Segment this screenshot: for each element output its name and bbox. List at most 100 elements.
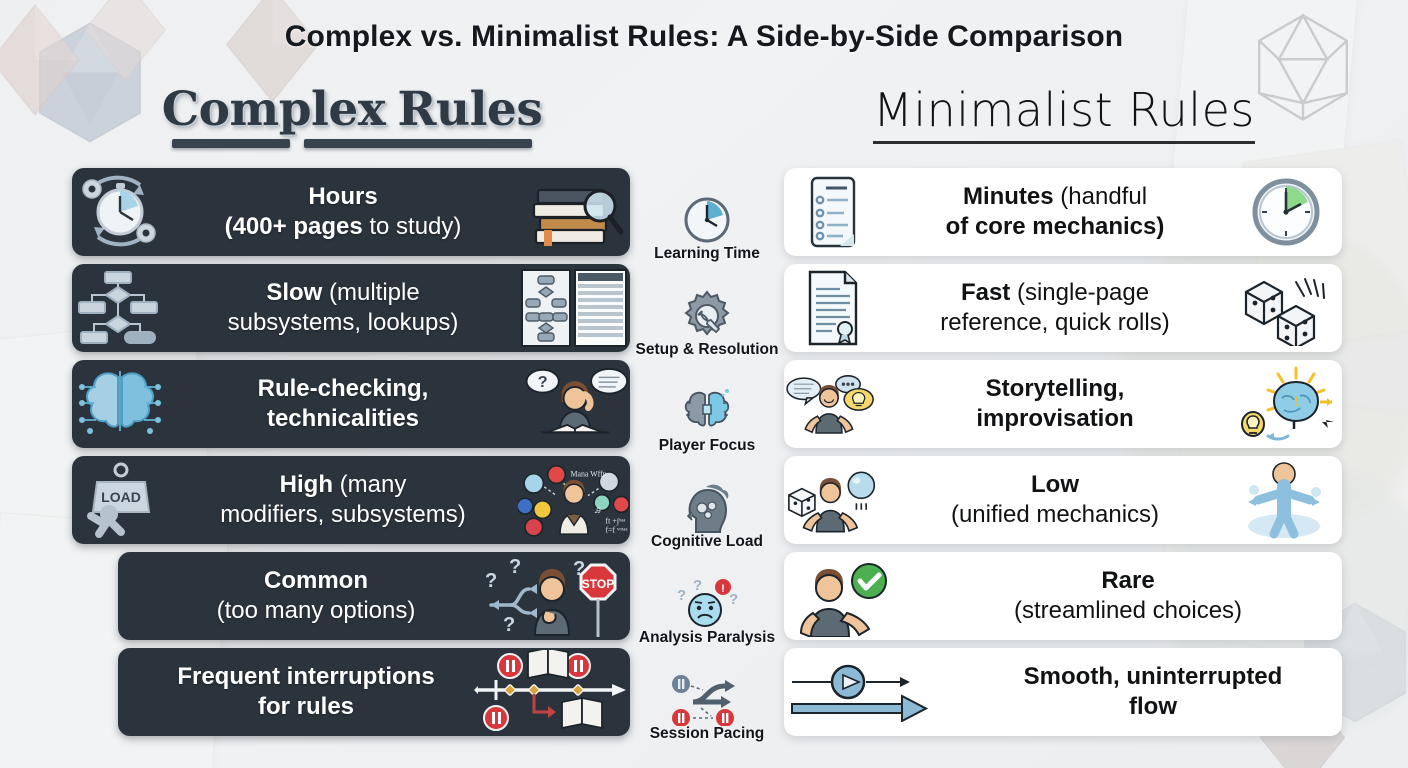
category-setup-resolution: Setup & Resolution xyxy=(630,262,784,358)
right-line2-regular: reference, quick rolls) xyxy=(940,309,1170,336)
play-arrow-flow-icon xyxy=(784,662,964,722)
stopwatch-gears-icon xyxy=(72,175,168,249)
right-line1-bold: Storytelling, xyxy=(985,375,1125,402)
svg-text:!: ! xyxy=(1294,393,1299,409)
right-header-underline xyxy=(873,141,1255,145)
right-card-text: Smooth, uninterrupted flow xyxy=(964,662,1342,722)
comparison-row: Slow (multiple subsystems, lookups) xyxy=(0,262,1408,358)
right-column-header: Minimalist Rules xyxy=(784,83,1344,145)
category-label: Session Pacing xyxy=(649,724,765,742)
comparison-grid: Hours (400+ pages to study) xyxy=(0,166,1408,742)
gear-wrench-icon xyxy=(681,290,733,341)
left-header-word-complex: Complex xyxy=(161,82,386,137)
category-label: Learning Time xyxy=(654,244,760,262)
left-card-setup-resolution[interactable]: Slow (multiple subsystems, lookups) xyxy=(72,264,630,352)
right-card-setup-resolution[interactable]: Fast (single-page reference, quick rolls… xyxy=(784,264,1342,352)
left-card-session-pacing[interactable]: Frequent interruptions for rules xyxy=(118,648,630,736)
comparison-row: Common (too many options) ???? xyxy=(0,550,1408,646)
svg-text:LOAD: LOAD xyxy=(101,489,141,505)
storyteller-speech-icon xyxy=(784,364,880,444)
left-line1-bold: Slow xyxy=(266,279,323,306)
brain-circuit-icon xyxy=(680,387,734,437)
left-card-learning-time[interactable]: Hours (400+ pages to study) xyxy=(72,168,630,256)
right-card-cognitive-load[interactable]: Low (unified mechanics) xyxy=(784,456,1342,544)
svg-text:!: ! xyxy=(721,583,725,595)
relaxed-figure-icon xyxy=(1230,460,1342,540)
category-label: Player Focus xyxy=(658,436,756,454)
right-card-text: Low (unified mechanics) xyxy=(880,470,1230,530)
svg-text:?: ? xyxy=(729,591,738,608)
left-line1-bold: Hours xyxy=(308,183,378,210)
category-label: Analysis Paralysis xyxy=(638,628,776,646)
right-line1-bold: Minutes xyxy=(962,183,1054,210)
right-card-player-focus[interactable]: Storytelling, improvisation ! xyxy=(784,360,1342,448)
head-gears-icon xyxy=(682,483,732,533)
left-card-text: Hours (400+ pages to study) xyxy=(168,182,518,242)
clock-green-icon xyxy=(1230,176,1342,248)
category-learning-time: Learning Time xyxy=(630,166,784,262)
right-line1-bold: Fast xyxy=(960,279,1011,306)
comparison-row: Frequent interruptions for rules xyxy=(0,646,1408,742)
left-line1-bold: Frequent interruptions xyxy=(177,663,435,690)
left-card-text: Common (too many options) xyxy=(118,566,480,626)
books-magnifier-icon xyxy=(518,174,630,250)
confused-face-icon: ??? ! xyxy=(671,578,743,629)
left-line2-regular: (too many options) xyxy=(216,597,416,624)
left-line2-bold: for rules xyxy=(257,693,355,720)
svg-text:?: ? xyxy=(677,587,686,604)
svg-text:?: ? xyxy=(509,556,521,578)
left-card-text: High (many modifiers, subsystems) xyxy=(168,470,518,530)
left-line1-bold: Rule-checking, xyxy=(257,375,429,402)
right-line1-bold: Rare xyxy=(1101,567,1155,594)
left-card-analysis-paralysis[interactable]: Common (too many options) ???? xyxy=(118,552,630,640)
svg-text:?: ? xyxy=(503,614,515,636)
certificate-page-icon xyxy=(784,269,880,347)
left-line1-regular: (many xyxy=(332,471,407,498)
left-line1-bold: Common xyxy=(264,567,368,594)
category-player-focus: Player Focus xyxy=(630,358,784,454)
thinking-player-stop-icon: ???? STOP xyxy=(480,555,630,637)
svg-text:Ꭿ: Ꭿ xyxy=(594,506,601,515)
svg-text:f=f ᵛᵒᵗᵃᵃ: f=f ᵛᵒᵗᵃᵃ xyxy=(606,525,629,534)
category-session-pacing: Session Pacing xyxy=(630,646,784,742)
svg-text:Mana Wffn: Mana Wffn xyxy=(571,469,607,478)
player-check-icon xyxy=(784,555,914,637)
category-label: Cognitive Load xyxy=(651,532,763,550)
right-card-session-pacing[interactable]: Smooth, uninterrupted flow xyxy=(784,648,1342,736)
checklist-document-icon xyxy=(784,174,880,250)
right-card-learning-time[interactable]: Minutes (handful of core mechanics) xyxy=(784,168,1342,256)
flowchart-icon xyxy=(72,268,168,348)
right-line2-bold: flow xyxy=(1129,693,1177,720)
left-line2-bold: (400+ pages xyxy=(224,213,363,240)
right-line2-bold: improvisation xyxy=(976,405,1134,432)
rolling-dice-icon xyxy=(1230,270,1342,346)
right-header-text: Minimalist Rules xyxy=(873,83,1255,137)
left-card-player-focus[interactable]: Rule-checking, technicalities ? xyxy=(72,360,630,448)
left-line1-bold: High xyxy=(279,471,333,498)
timeline-pause-books-icon xyxy=(470,650,630,734)
confused-reader-icon: ? xyxy=(518,364,630,444)
right-card-text: Fast (single-page reference, quick rolls… xyxy=(880,278,1230,338)
comparison-row: Rule-checking, technicalities ? xyxy=(0,358,1408,454)
load-weight-icon: LOAD xyxy=(72,460,168,540)
juggling-player-icon xyxy=(784,460,880,540)
right-line2-regular: (streamlined choices) xyxy=(1013,597,1243,624)
right-card-analysis-paralysis[interactable]: Rare (streamlined choices) xyxy=(784,552,1342,640)
left-line1-regular: (multiple xyxy=(322,279,420,306)
svg-text:?: ? xyxy=(485,570,497,592)
left-header-underline xyxy=(72,138,632,148)
brain-circuit-blue-icon xyxy=(72,365,168,443)
right-card-text: Rare (streamlined choices) xyxy=(914,566,1342,626)
left-card-text: Rule-checking, technicalities xyxy=(168,374,518,434)
svg-text:?: ? xyxy=(693,578,702,594)
left-line2-regular: subsystems, lookups) xyxy=(227,309,459,336)
left-line2-bold: technicalities xyxy=(266,405,420,432)
category-cognitive-load: Cognitive Load xyxy=(630,454,784,550)
right-card-text: Storytelling, improvisation xyxy=(880,374,1230,434)
left-card-cognitive-load[interactable]: LOAD High (many modifiers, subsystems) xyxy=(72,456,630,544)
right-line1-bold: Smooth, uninterrupted xyxy=(1023,663,1283,690)
svg-text:ft +∫ᵒᵃᵃ: ft +∫ᵒᵃᵃ xyxy=(606,517,627,526)
right-line1-regular: (handful xyxy=(1053,183,1148,210)
left-card-text: Frequent interruptions for rules xyxy=(118,662,470,722)
left-header-word-rules: Rules xyxy=(397,82,543,137)
